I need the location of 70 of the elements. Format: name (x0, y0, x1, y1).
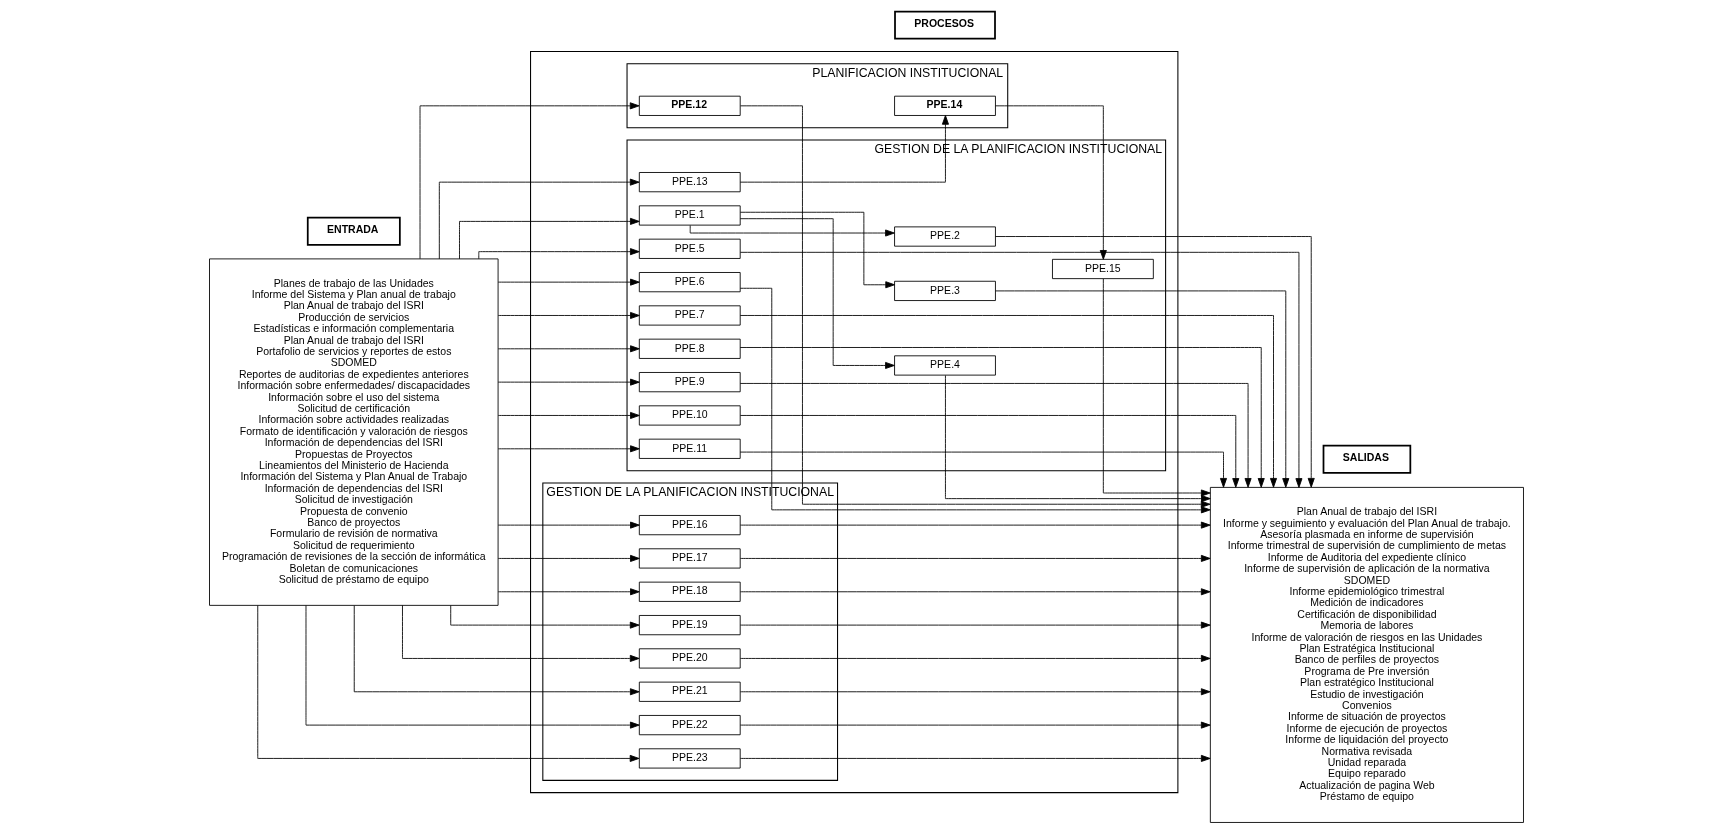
node-box: PPE.3 (893, 280, 996, 301)
arrow (739, 621, 1211, 629)
arrow (497, 311, 640, 319)
arrow (477, 248, 640, 260)
arrow (739, 218, 895, 369)
arrow (944, 375, 1211, 503)
node-box: PPE.7 (638, 305, 741, 326)
node-box: PPE.15 (1051, 258, 1154, 280)
node-box: PPE.10 (638, 405, 741, 426)
arrow (305, 605, 640, 729)
node-box: PPE.11 (638, 438, 741, 459)
node-box: ENTRADA (306, 216, 401, 246)
node-box: PROCESOS (893, 10, 996, 40)
node-box: PPE.17 (638, 548, 741, 569)
arrow (739, 383, 1252, 488)
node-box: PPE.16 (638, 515, 741, 536)
arrow (739, 688, 1211, 696)
arrow (994, 105, 1107, 260)
node-box: PPE.23 (638, 748, 741, 769)
arrow (739, 588, 1211, 596)
node-box: PPE.12 (638, 95, 741, 116)
arrow (497, 278, 640, 286)
node-box: PPE.19 (638, 615, 741, 636)
arrow (739, 287, 1211, 514)
node-box: PPE.18 (638, 581, 741, 602)
arrow (497, 445, 640, 453)
node-box: Plan Anual de trabajo del ISRI Informe y seguimiento y evaluación del Plan Anual de trabajo. Asesoría plasmada en informe de supervisión Informe trimestral de supervisión de cumplimiento de metas Informe de Auditoria del expediente clínico Informe de supervisión de aplicación de la normativa SDOMED Informe epidemiológico trimestral Medición de indicadores Certificación de disponibilidad Memoria de labores Informe de valoración de riesgos en las Unidades Plan Estratégica Institucional Banco de perfiles de proyectos Programa de Pre inversión Plan estratégico Institucional Estudio de investigación Convenios Informe de situación de proyectos Informe de ejecución de proyectos Informe de liquidación del proyecto Normativa revisada Unidad reparada Equipo reparado Actualización de pagina Web Préstamo de equipo (1209, 486, 1524, 823)
arrow (497, 588, 640, 596)
arrow (256, 605, 639, 762)
arrow (739, 654, 1211, 662)
arrow (739, 554, 1211, 562)
cluster (529, 50, 1178, 794)
node-box: PPE.5 (638, 238, 741, 259)
arrow (739, 315, 1277, 488)
node-box: PPE.2 (893, 226, 996, 247)
arrow (497, 411, 640, 419)
arrow (401, 604, 639, 662)
arrow (353, 605, 640, 696)
arrow (458, 217, 640, 260)
arrow (739, 105, 1210, 508)
node-box: Planes de trabajo de las Unidades Informe del Sistema y Plan anual de trabajo Plan Anual de trabajo del ISRI Producción de servicios Estadísticas e información complementaria Plan Anual de trabajo del ISRI Portafolio de servicios y reportes de estos SDOMED Reportes de auditorias de expedientes anteriores Información sobre enfermedades/ discapacidades Información sobre el uso del sistema Solicitud de certificación Información sobre actividades realizadas Formato de identificación y valoración de riesgos Información de dependencias del ISRI Propuestas de Proyectos Lineamientos del Ministerio de Hacienda Información del Sistema y Plan Anual de Trabajo Información de dependencias del ISRI Solicitud de investigación Propuesta de convenio Banco de proyectos Formulario de revisión de normativa Solicitud de requerimiento Programación de revisiones de la sección de informática Boletan de comunicaciones Solicitud de préstamo de equipo (208, 258, 499, 606)
arrow (497, 521, 640, 529)
arrow (1102, 278, 1211, 497)
arrow (438, 178, 639, 260)
arrow (739, 251, 1302, 488)
node-box: PPE.6 (638, 272, 741, 293)
node-box: PPE.21 (638, 681, 741, 702)
node-box: PPE.1 (638, 205, 741, 226)
arrow (739, 347, 1265, 488)
arrow (994, 236, 1315, 488)
node-box: PPE.9 (638, 372, 741, 393)
node-box: PPE.14 (893, 95, 996, 116)
arrow (739, 115, 949, 183)
node-box: SALIDAS (1322, 444, 1411, 474)
arrow (497, 554, 640, 562)
arrow (739, 521, 1211, 529)
node-box: PPE.4 (893, 355, 996, 376)
node-box: PPE.13 (638, 172, 741, 193)
node-box: PPE.8 (638, 338, 741, 359)
arrow (739, 754, 1211, 762)
node-box: PPE.22 (638, 715, 741, 736)
arrow (739, 415, 1239, 488)
arrow (739, 721, 1211, 729)
arrow (419, 102, 639, 260)
arrow (994, 290, 1289, 488)
node-box: PPE.20 (638, 648, 741, 669)
arrow (739, 451, 1227, 488)
arrow (497, 378, 640, 386)
arrow (497, 345, 640, 353)
arrow (739, 211, 895, 289)
